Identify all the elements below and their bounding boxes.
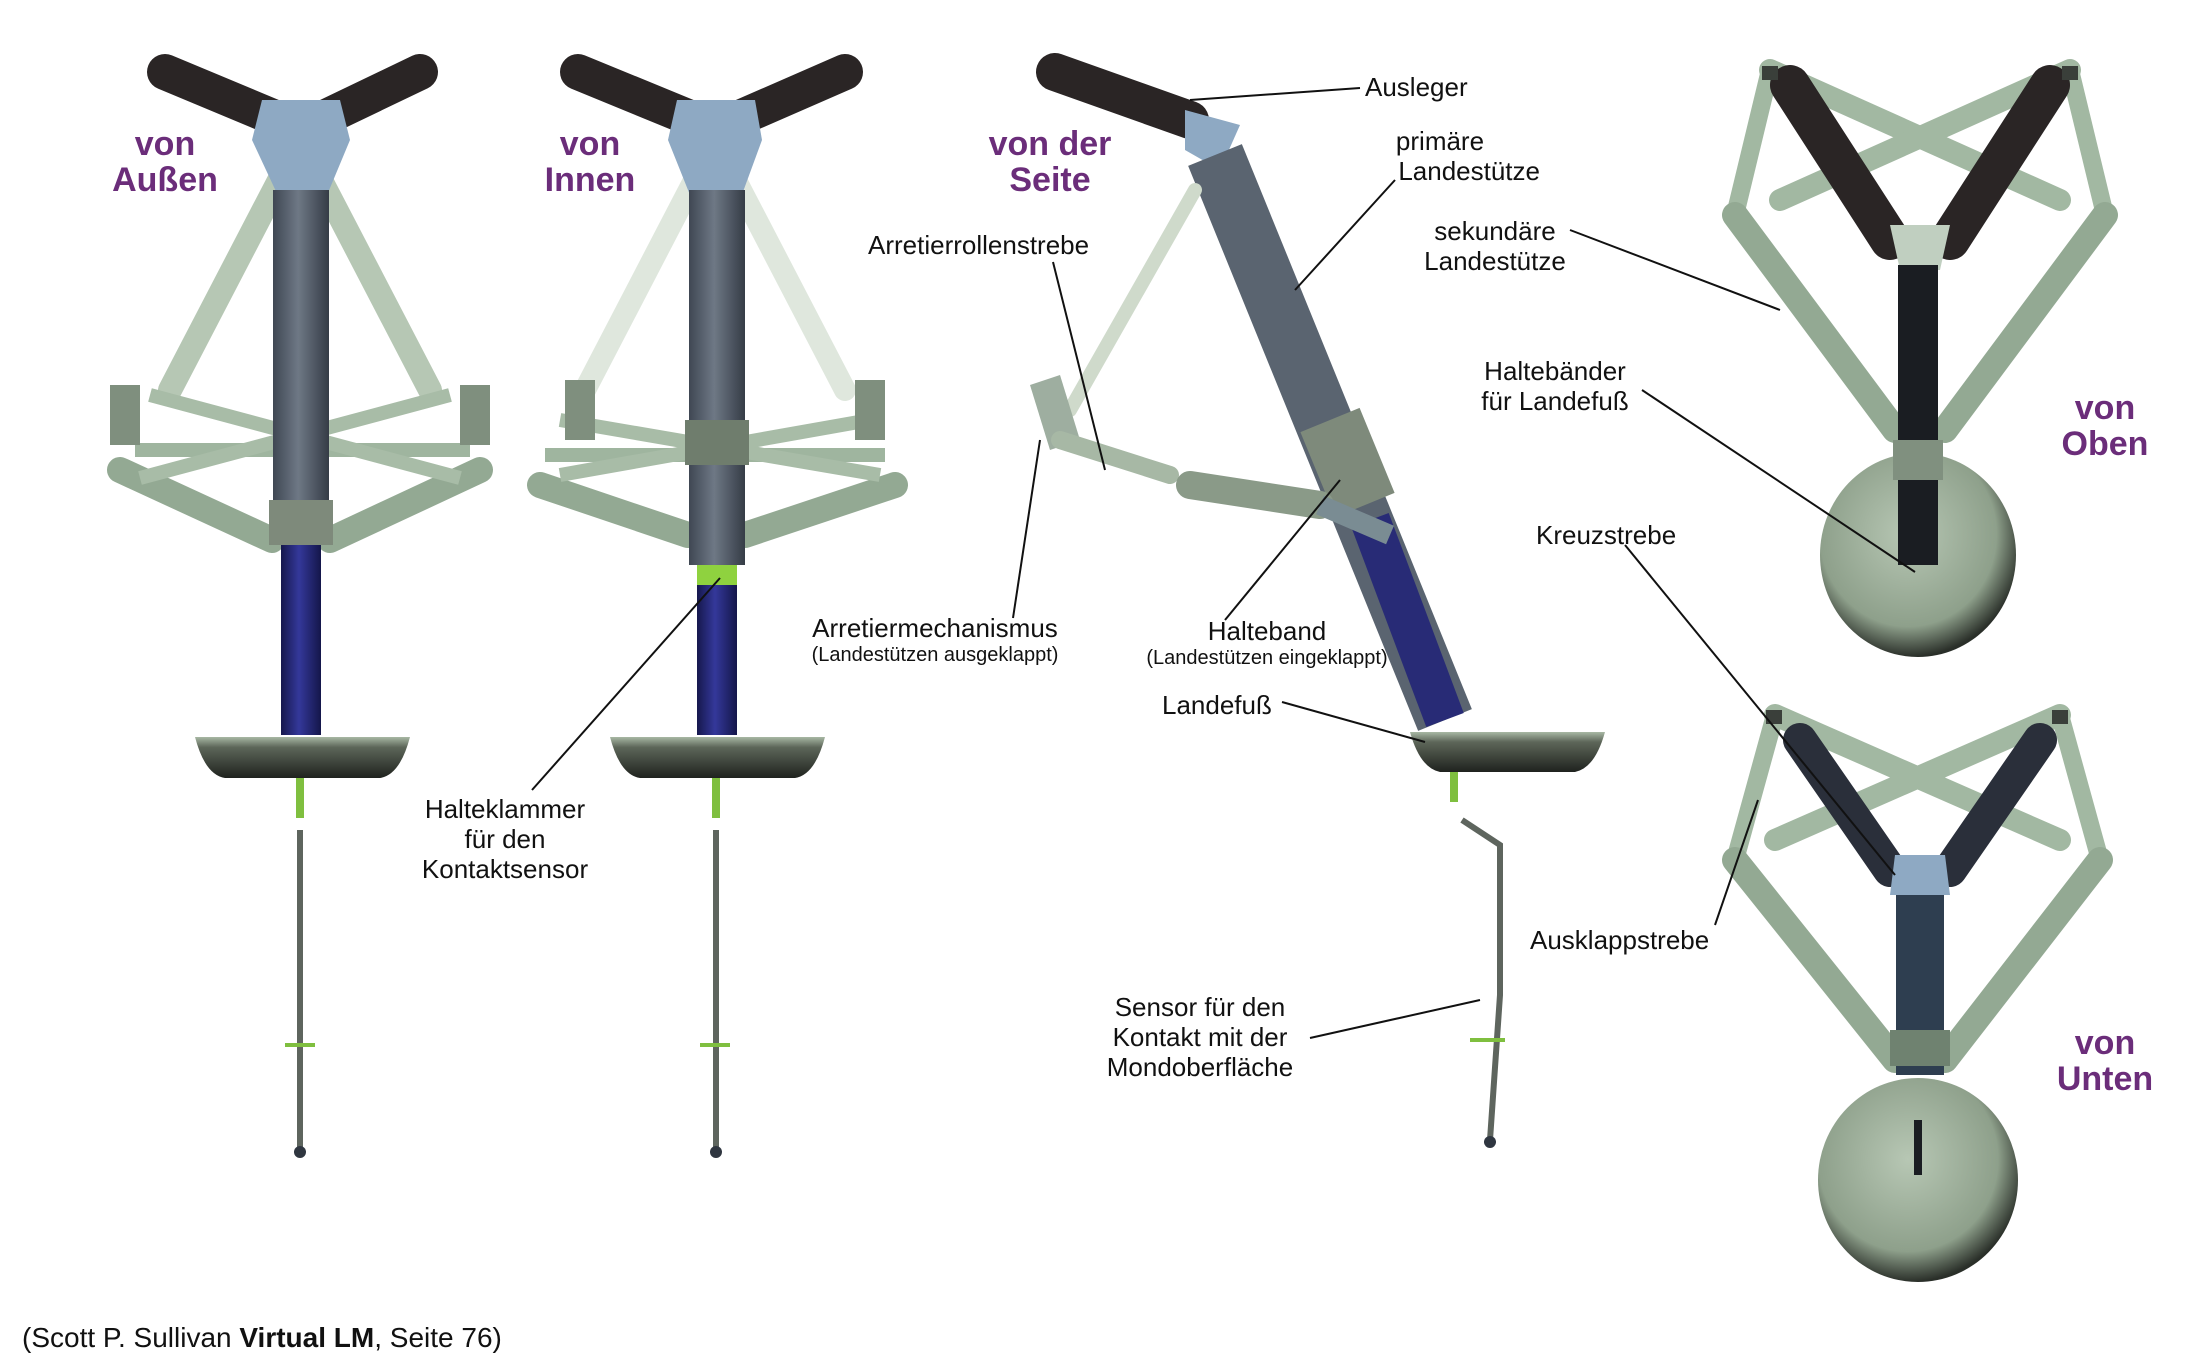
leader-sekundaere	[1569, 229, 1781, 311]
view-label-outside: von Außen	[112, 125, 218, 199]
view-label-bottom: von Unten	[2056, 1024, 2154, 1098]
leader-sensor	[1309, 999, 1481, 1039]
label-halteklammer: Halteklammer für den Kontaktsensor	[421, 794, 589, 884]
view-outside-drawing	[107, 54, 493, 1158]
label-haltebaender: Haltebänder für Landefuß	[1481, 356, 1629, 416]
leader-halteklammer	[531, 577, 721, 791]
label-sensor: Sensor für den Kontakt mit der Mondoberf…	[1106, 992, 1294, 1082]
leader-kreuzstrebe	[1624, 544, 1896, 876]
label-kreuzstrebe: Kreuzstrebe	[1536, 520, 1677, 550]
leader-arretierrollenstrebe	[1052, 261, 1106, 471]
source-credit: (Scott P. Sullivan Virtual LM, Seite 76)	[22, 1322, 502, 1353]
view-label-inside: von Innen	[544, 125, 636, 199]
label-landefuss: Landefuß	[1162, 690, 1272, 720]
leader-ausleger	[1189, 87, 1361, 101]
leader-lines	[531, 87, 1916, 1039]
view-label-side: von der Seite	[988, 125, 1112, 199]
leader-arretiermechanismus	[1012, 439, 1041, 619]
view-inside-drawing	[527, 54, 908, 1158]
leader-haltebaender	[1641, 389, 1916, 573]
view-bottom-drawing	[1722, 704, 2113, 1282]
label-sekundaere-landestuetze: sekundäre Landestütze	[1424, 216, 1566, 276]
leader-primaere	[1294, 179, 1396, 291]
leader-halteband	[1224, 479, 1341, 621]
view-label-top: von Oben	[2061, 389, 2149, 463]
view-top-drawing	[1722, 59, 2118, 657]
label-primaere-landestuetze: primäre Landestütze	[1395, 126, 1540, 186]
label-ausleger: Ausleger	[1365, 72, 1468, 102]
label-ausklappstrebe: Ausklappstrebe	[1530, 925, 1710, 955]
label-arretierrollenstrebe: Arretierrollenstrebe	[868, 230, 1090, 260]
leader-ausklappstrebe	[1714, 799, 1759, 926]
view-side-drawing	[1030, 53, 1605, 1148]
label-arretiermechanismus: Arretiermechanismus (Landestützen ausgek…	[811, 613, 1059, 666]
label-halteband: Halteband (Landestützen eingeklappt)	[1146, 616, 1388, 669]
leader-landefuss	[1281, 701, 1426, 743]
